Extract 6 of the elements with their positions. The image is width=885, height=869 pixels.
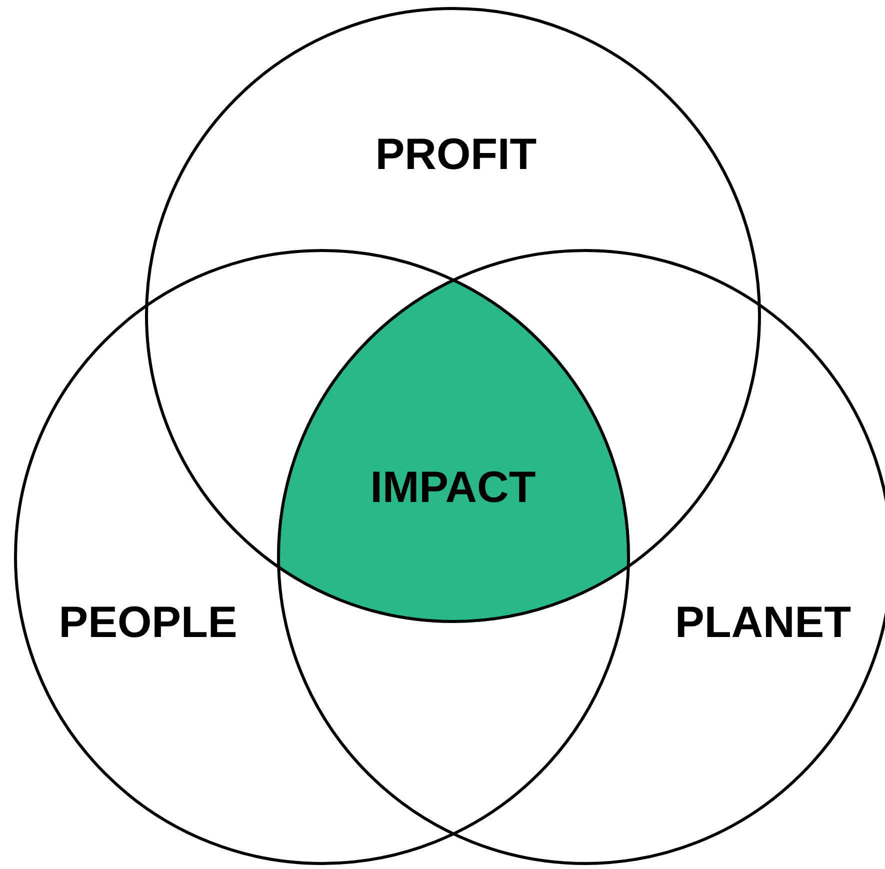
venn-label: PROFIT <box>375 130 537 180</box>
venn-label: IMPACT <box>370 463 536 513</box>
venn-circle <box>277 249 885 865</box>
venn-label: PLANET <box>675 598 851 648</box>
venn-circle <box>14 249 630 865</box>
venn-label: PEOPLE <box>58 598 238 648</box>
